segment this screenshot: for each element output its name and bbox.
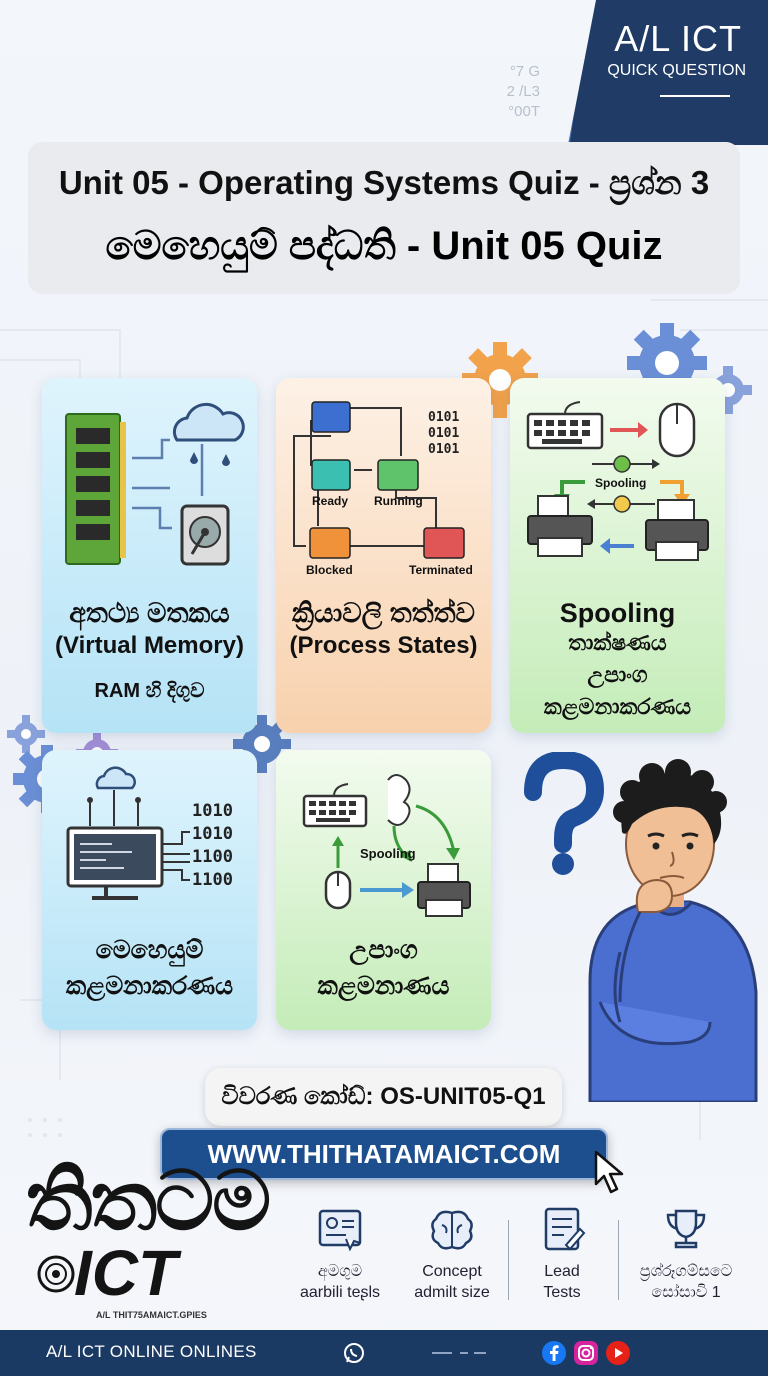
feature-divider: [508, 1220, 509, 1300]
binary-line: 0101: [428, 442, 460, 457]
virtual-memory-illustration: [65, 402, 245, 566]
faint-line-1: °7 G: [509, 63, 540, 80]
card-subtitle: RAM හි දිගුව: [94, 680, 205, 702]
state-ready-box: [311, 459, 351, 491]
card-virtual-memory[interactable]: අතථ්‍ය මතකය (Virtual Memory) RAM හි දිගු…: [42, 378, 257, 733]
feature-item[interactable]: Lead Tests: [502, 1205, 622, 1303]
state-terminated-box: [423, 527, 465, 559]
card-line-1: මෙහෙයුම්: [95, 936, 204, 964]
website-url-link[interactable]: WWW.THITHATAMAICT.COM: [160, 1128, 608, 1180]
corner-divider: [660, 95, 730, 97]
footer-text: A/L ICT ONLINE ONLINES: [46, 1342, 257, 1361]
brain-icon: [431, 1210, 473, 1250]
corner-faint-text: °7 G 2 /L3 °00T: [507, 62, 540, 122]
logo-text-main: තිතටම: [26, 1153, 271, 1249]
feature-line-1: අමගුම: [317, 1263, 363, 1280]
binary-text: 1010 1010 1100 1100: [192, 800, 233, 892]
logo-subtext: A/L THIT75AMAICT.GPIES: [96, 1310, 207, 1320]
facebook-icon[interactable]: [541, 1340, 567, 1366]
corner-badge: A/L ICT QUICK QUESTION: [568, 0, 768, 145]
card-line-2: කළමනාණය: [317, 972, 450, 1000]
feature-line-1: ප්‍රශ්රූගම්සටෙ: [639, 1263, 733, 1280]
cloud-icon: [95, 766, 136, 790]
card-title-si: අතථ්‍ය මතකය: [69, 598, 230, 628]
card-title-si: ක්‍රියාවලි තත්ත්ව: [292, 598, 475, 628]
clipboard-icon: [544, 1207, 586, 1251]
feature-item[interactable]: අමගුම aarbili teʂls: [280, 1205, 400, 1303]
page-subtitle: මෙහෙයුම් පද්ධති - Unit 05 Quiz: [105, 224, 663, 268]
state-new-box: [311, 401, 351, 433]
footer-decoration: [432, 1352, 486, 1354]
state-blocked-label: Blocked: [306, 563, 353, 577]
corner-title: A/L ICT: [614, 18, 742, 59]
gear-icon: [627, 323, 707, 403]
printer-icon: [645, 499, 709, 561]
whatsapp-icon[interactable]: [342, 1341, 366, 1365]
state-running-box: [377, 459, 419, 491]
page-title: Unit 05 - Operating Systems Quiz - ප්‍රශ…: [58, 164, 710, 201]
state-running-label: Running: [374, 494, 423, 508]
feature-line-2: aarbili teʂls: [299, 1284, 381, 1301]
binary-line: 1010: [192, 824, 233, 844]
logo-seal-icon: [37, 1255, 75, 1293]
faint-line-3: °00T: [508, 103, 540, 120]
spooling-illustration: [526, 401, 709, 561]
footer-bar: A/L ICT ONLINE ONLINES: [0, 1330, 768, 1376]
card-title-en: (Virtual Memory): [55, 632, 244, 659]
binary-line: 0101: [428, 426, 460, 441]
id-card-icon: [318, 1209, 362, 1252]
feature-line-1: Concept: [422, 1263, 482, 1280]
feature-item[interactable]: Concept admilt size: [392, 1205, 512, 1303]
feature-line-1: Lead: [544, 1263, 580, 1280]
feature-line-2: admilt size: [414, 1284, 490, 1301]
card-spooling[interactable]: Spooling Spooling තාක්ෂණය උපාංග කළමනාකරණ…: [510, 378, 725, 733]
state-terminated-label: Terminated: [409, 563, 473, 577]
card-title-en: (Process States): [289, 632, 478, 659]
card-process-states[interactable]: 0101 0101 0101 Ready Running Blocked Ter…: [276, 378, 491, 733]
logo-text-ict: ICT: [74, 1237, 178, 1309]
card-line-1: උපාංග: [349, 936, 418, 964]
question-mark-icon: [524, 752, 605, 875]
binary-line: 0101: [428, 410, 460, 425]
binary-line: 1100: [192, 870, 233, 890]
card-line-4: කළමනාකරණය: [543, 694, 692, 719]
feature-divider: [618, 1220, 619, 1300]
printer-icon: [417, 863, 471, 917]
card-device-management[interactable]: Spooling උපාංග කළමනාණය: [276, 750, 491, 1030]
memory-management-illustration: [66, 766, 190, 900]
printer-icon: [527, 495, 593, 557]
binary-line: 1100: [192, 847, 233, 867]
card-line-2: කළමනාකරණය: [65, 972, 234, 1000]
feature-line-2: Tests: [543, 1284, 581, 1301]
card-title-en: Spooling: [559, 598, 676, 628]
gear-icon: [7, 715, 45, 753]
state-ready-label: Ready: [312, 494, 349, 508]
instagram-icon[interactable]: [573, 1340, 599, 1366]
feature-item[interactable]: ප්‍රශ්රූගම්සටෙ සෝසාවි 1: [618, 1205, 754, 1303]
binary-line: 1010: [192, 801, 233, 821]
feature-line-2: සෝසාවි 1: [651, 1284, 721, 1301]
spooling-diagram-label: Spooling: [360, 846, 416, 861]
card-memory-management[interactable]: 1010 1010 1100 1100 මෙහෙයුම් කළමනාකරණය: [42, 750, 257, 1030]
cursor-icon: [594, 1150, 624, 1194]
faint-line-2: 2 /L3: [506, 83, 540, 100]
process-states-diagram: [293, 401, 465, 559]
youtube-icon[interactable]: [605, 1340, 631, 1366]
card-line-3: උපාංග: [587, 662, 648, 687]
device-management-illustration: [302, 774, 471, 917]
cloud-icon: [172, 402, 245, 442]
explanation-code: විවරණ කෝඩ්: OS-UNIT05-Q1: [205, 1068, 562, 1126]
binary-text: 0101 0101 0101: [428, 410, 459, 458]
thinking-student-illustration: [588, 759, 758, 1102]
spooling-diagram-label: Spooling: [595, 476, 647, 490]
brain-icon: [387, 774, 411, 826]
title-box: Unit 05 - Operating Systems Quiz - ප්‍රශ…: [28, 142, 740, 294]
state-blocked-box: [309, 527, 351, 559]
trophy-icon: [666, 1209, 706, 1249]
card-line-2: තාක්ෂණය: [568, 630, 667, 655]
corner-subtitle: QUICK QUESTION: [607, 62, 746, 79]
